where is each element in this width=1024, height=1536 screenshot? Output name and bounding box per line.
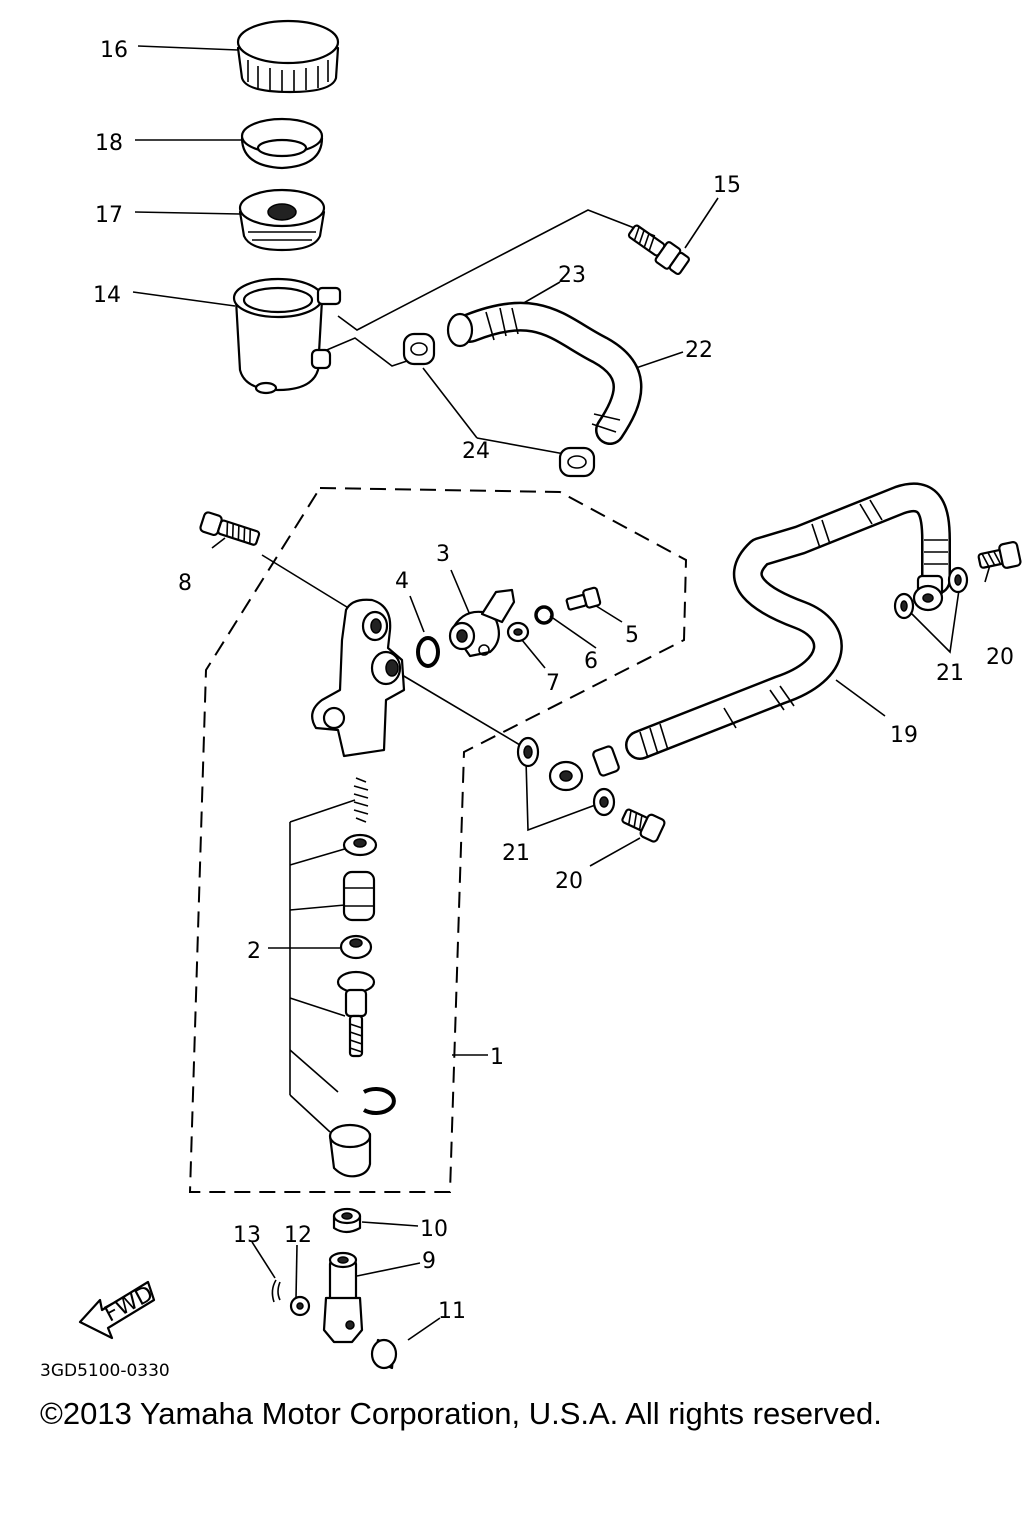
union-bolt-lower xyxy=(621,808,666,843)
diaphragm-plate xyxy=(238,188,326,252)
lock-washer xyxy=(534,605,554,625)
hose-clips xyxy=(402,332,596,478)
callout-19: 19 xyxy=(890,723,918,748)
reservoir-hose xyxy=(446,301,643,445)
callout-5: 5 xyxy=(625,623,639,648)
callout-17: 17 xyxy=(95,203,123,228)
callout-13: 13 xyxy=(233,1223,261,1248)
clevis xyxy=(322,1251,364,1344)
callout-2: 2 xyxy=(247,939,261,964)
reservoir xyxy=(232,277,342,395)
forward-arrow-icon: FWD xyxy=(78,1280,158,1340)
callout-24: 24 xyxy=(462,439,490,464)
union-bolt-upper xyxy=(977,540,1022,569)
leader-lines xyxy=(132,45,991,1341)
callout-11: 11 xyxy=(438,1299,466,1324)
cylinder-kit xyxy=(328,777,396,1178)
callout-9: 9 xyxy=(422,1249,436,1274)
callout-20-upper: 20 xyxy=(986,645,1014,670)
callout-14: 14 xyxy=(93,283,121,308)
clevis-pin xyxy=(370,1338,398,1370)
pin-washer xyxy=(289,1295,311,1317)
reservoir-diaphragm xyxy=(240,117,324,170)
callout-labels: 16 18 17 14 15 23 22 24 8 4 3 5 6 7 20 2… xyxy=(93,38,1014,1324)
callout-12: 12 xyxy=(284,1223,312,1248)
master-cylinder-assembly-outline xyxy=(188,487,688,1193)
callout-18: 18 xyxy=(95,131,123,156)
callout-6: 6 xyxy=(584,649,598,674)
callout-16: 16 xyxy=(100,38,128,63)
callout-1: 1 xyxy=(490,1045,504,1070)
master-cylinder-body xyxy=(311,598,406,758)
callout-3: 3 xyxy=(436,542,450,567)
reservoir-cap xyxy=(236,19,340,94)
callout-22: 22 xyxy=(685,338,713,363)
callout-20-lower: 20 xyxy=(555,869,583,894)
callout-21-lower: 21 xyxy=(502,841,530,866)
callout-4: 4 xyxy=(395,569,409,594)
callout-8: 8 xyxy=(178,571,192,596)
washer xyxy=(506,621,530,643)
callout-7: 7 xyxy=(546,671,560,696)
hose-union xyxy=(448,588,516,658)
screw xyxy=(565,586,602,611)
callout-15: 15 xyxy=(713,173,741,198)
nut xyxy=(332,1207,362,1234)
bolt xyxy=(627,224,690,276)
brake-hose xyxy=(548,482,951,792)
cotter-pin xyxy=(271,1279,281,1303)
copper-washers xyxy=(516,566,969,817)
callout-10: 10 xyxy=(420,1217,448,1242)
callout-21-upper: 21 xyxy=(936,661,964,686)
callout-23: 23 xyxy=(558,263,586,288)
mounting-bolt xyxy=(199,511,261,546)
forward-label: FWD xyxy=(101,1281,158,1327)
diagram-code: 3GD5100-0330 xyxy=(40,1361,170,1381)
o-ring xyxy=(416,636,440,668)
copyright-notice: ©2013 Yamaha Motor Corporation, U.S.A. A… xyxy=(40,1396,882,1431)
